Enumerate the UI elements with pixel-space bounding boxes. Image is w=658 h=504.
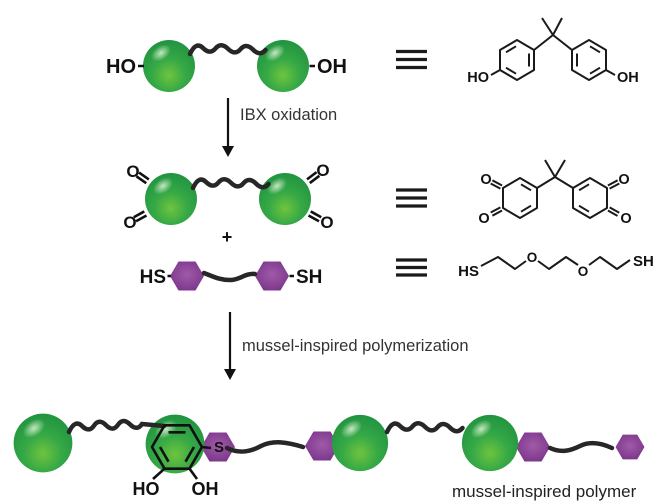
equivalence-icon [396,188,427,208]
wavy-linker [201,270,258,283]
wavy-linker [547,440,615,454]
ho-label: HO [133,479,160,499]
green-sphere [145,173,197,225]
green-sphere [331,414,389,472]
arrowhead-icon [224,369,236,380]
o-label: O [320,213,333,232]
quinone-ring [572,177,608,219]
sh-label: SH [296,267,322,288]
o-label: O [126,162,139,181]
green-sphere [257,40,309,92]
bisquinone-structure: O O O O [478,159,632,227]
wavy-linker [66,418,167,435]
o-label: O [480,172,491,188]
polymer-cartoon: HO OH S [13,413,645,499]
plus-sign: + [222,227,233,247]
arrowhead-icon [222,146,234,157]
double-bond [133,171,322,223]
o-label: O [478,211,489,227]
sh-label: SH [633,253,654,270]
equivalence-icon [396,49,427,70]
quinone-ring [502,177,538,219]
reactant-diol-cartoon: HO OH [106,40,347,92]
double-bond [490,179,620,217]
wavy-linker [384,420,465,435]
oh-label: OH [192,479,219,499]
green-sphere [143,40,195,92]
purple-hexagon [255,261,289,291]
dithiol-cartoon: HS SH [140,261,322,291]
purple-hexagon [170,261,204,291]
hs-label: HS [140,267,166,288]
equivalence-icon [396,258,427,277]
benzene-ring [571,39,607,81]
product-label: mussel-inspired polymer [452,482,637,501]
bisphenol-a-structure: HO OH [467,17,639,86]
oh-label: OH [317,56,347,78]
wavy-linker [224,440,306,454]
quinone-cartoon: O O O O [123,161,333,232]
ho-label: HO [467,70,489,86]
ibx-oxidation-arrow: IBX oxidation [222,98,337,157]
o-label: O [527,250,538,265]
o-label: O [618,172,629,188]
step1-label: IBX oxidation [240,106,337,124]
purple-hexagon [615,434,645,460]
o-label: O [620,211,631,227]
green-sphere [461,414,519,472]
ho-label: HO [106,56,136,78]
o-label: O [316,161,329,180]
step2-label: mussel-inspired polymerization [242,337,469,355]
wavy-linker [187,42,268,57]
dithiol-structure: HS O O SH [458,250,654,280]
green-sphere [13,413,73,473]
purple-hexagon [516,432,550,462]
polymerization-arrow: mussel-inspired polymerization [224,312,469,380]
green-sphere [259,173,311,225]
wavy-linker [190,176,271,191]
oh-label: OH [617,70,639,86]
catechol-ring [150,423,212,480]
o-label: O [578,264,589,279]
hs-label: HS [458,263,479,280]
o-label: O [123,213,136,232]
benzene-ring [499,39,535,81]
s-label: S [214,439,224,456]
